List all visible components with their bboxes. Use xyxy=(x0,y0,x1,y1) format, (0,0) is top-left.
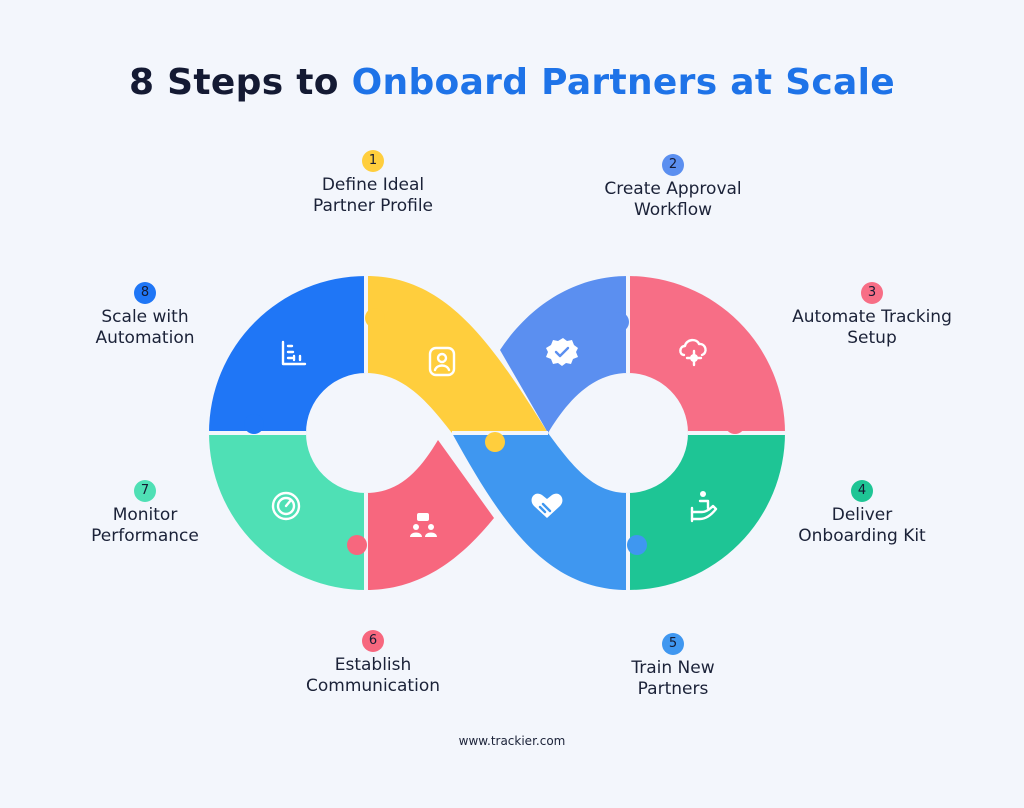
segment-step-6 xyxy=(366,440,494,590)
knob-1b xyxy=(485,432,505,452)
title-prefix: 8 Steps to xyxy=(128,62,339,103)
step-3-line-1: Automate Tracking xyxy=(792,307,952,327)
step-1: 1 Define Ideal Partner Profile xyxy=(263,150,483,217)
step-8-line-2: Automation xyxy=(95,328,195,348)
segment-step-1 xyxy=(366,276,548,433)
knob-3 xyxy=(725,414,745,434)
segment-step-8 xyxy=(209,276,366,433)
knob-1 xyxy=(365,308,385,328)
step-6-line-1: Establish xyxy=(334,655,412,675)
segment-step-3 xyxy=(628,276,785,433)
knob-8 xyxy=(244,414,264,434)
step-2-line-2: Workflow xyxy=(633,200,713,220)
step-7-line-2: Performance xyxy=(91,526,199,546)
step-7: 7 Monitor Performance xyxy=(35,480,255,547)
step-6-badge: 6 xyxy=(362,630,384,652)
step-5-line-1: Train New xyxy=(631,658,715,678)
step-2: 2 Create Approval Workflow xyxy=(563,154,783,221)
handshake-heart-icon xyxy=(531,493,563,518)
cloud-gear-icon xyxy=(679,338,707,367)
step-6: 6 Establish Communication xyxy=(263,630,483,697)
group-chat-icon xyxy=(410,513,437,537)
step-5-line-2: Partners xyxy=(637,679,709,699)
user-id-icon xyxy=(428,346,456,377)
step-8-line-1: Scale with xyxy=(101,307,189,327)
step-3-line-2: Setup xyxy=(847,328,897,348)
page-title: 8 Steps to Onboard Partners at Scale xyxy=(0,62,1024,103)
step-4-line-1: Deliver xyxy=(831,505,893,525)
hand-giving-icon xyxy=(690,491,718,523)
step-7-line-1: Monitor xyxy=(112,505,178,525)
verified-badge-icon xyxy=(546,338,578,366)
step-8-badge: 8 xyxy=(134,282,156,304)
step-1-line-2: Partner Profile xyxy=(312,196,434,216)
knob-6 xyxy=(347,535,367,555)
step-7-badge: 7 xyxy=(134,480,156,502)
step-8: 8 Scale with Automation xyxy=(35,282,255,349)
step-2-badge: 2 xyxy=(662,154,684,176)
step-1-line-1: Define Ideal xyxy=(321,175,425,195)
step-3: 3 Automate Tracking Setup xyxy=(762,282,982,349)
step-4: 4 Deliver Onboarding Kit xyxy=(752,480,972,547)
speedometer-icon xyxy=(271,491,301,521)
step-2-line-1: Create Approval xyxy=(604,179,742,199)
segment-step-7 xyxy=(209,433,366,590)
footer-url: www.trackier.com xyxy=(458,734,566,748)
ruler-icon xyxy=(281,340,307,366)
segment-seams xyxy=(209,276,785,590)
knob-2 xyxy=(609,312,629,332)
title-highlight: Onboard Partners at Scale xyxy=(351,62,896,103)
knob-5 xyxy=(627,535,647,555)
step-4-line-2: Onboarding Kit xyxy=(798,526,926,546)
step-6-line-2: Communication xyxy=(306,676,440,696)
step-5: 5 Train New Partners xyxy=(563,633,783,700)
step-1-badge: 1 xyxy=(362,150,384,172)
step-5-badge: 5 xyxy=(662,633,684,655)
step-4-badge: 4 xyxy=(851,480,873,502)
step-3-badge: 3 xyxy=(861,282,883,304)
